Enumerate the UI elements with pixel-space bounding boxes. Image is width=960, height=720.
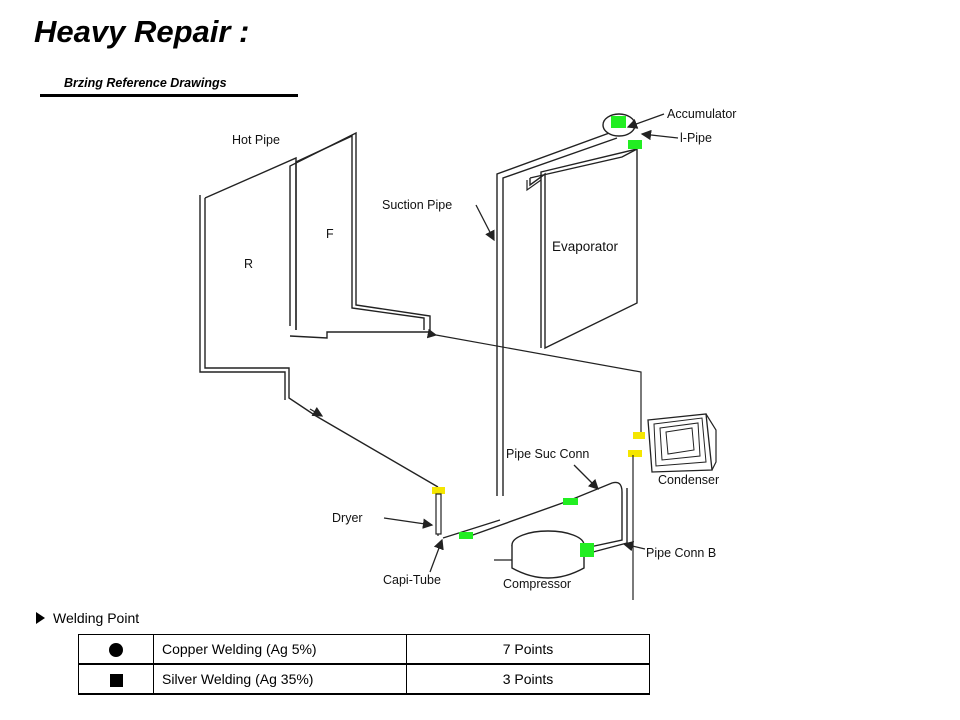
capi-tube-label: Capi-Tube	[383, 573, 441, 587]
description-cell: Silver Welding (Ag 35%)	[153, 663, 407, 695]
l-pipe-label: l-Pipe	[680, 131, 712, 145]
circle-icon	[109, 643, 123, 658]
copper-weld-capi	[459, 532, 473, 539]
page-title: Heavy Repair :	[34, 14, 250, 49]
square-icon	[109, 673, 123, 687]
compressor-label: Compressor	[503, 577, 571, 591]
r-label: R	[244, 257, 253, 271]
triangle-bullet-icon	[36, 612, 45, 624]
symbol-cell	[78, 634, 154, 665]
copper-weld-suc-conn	[563, 498, 578, 505]
evaporator-label: Evaporator	[552, 239, 619, 254]
count-cell: 3 Points	[406, 663, 650, 695]
symbol-cell	[78, 663, 154, 695]
accumulator-label: Accumulator	[667, 107, 736, 121]
hot-pipe-label: Hot Pipe	[232, 133, 280, 147]
hot-pipe-f-inner	[295, 134, 425, 330]
count-cell: 7 Points	[406, 634, 650, 665]
pipe-suc-conn-label: Pipe Suc Conn	[506, 447, 589, 461]
hot-pipe-r-inner	[199, 195, 286, 400]
leader-arrows	[309, 113, 679, 573]
accumulator	[602, 113, 642, 149]
suction-pipe-label: Suction Pipe	[382, 198, 452, 212]
evaporator: Evaporator	[526, 147, 638, 350]
welding-table: Copper Welding (Ag 5%) 7 Points Silver W…	[78, 634, 650, 695]
pipe-suc-conn	[469, 481, 623, 549]
pipe-conn-b-label: Pipe Conn B	[646, 546, 716, 560]
condenser-label: Condenser	[658, 473, 719, 487]
page-subtitle: Brzing Reference Drawings	[64, 76, 227, 90]
subtitle-underline	[40, 94, 298, 97]
dryer	[432, 487, 445, 535]
hot-pipe-return-line	[426, 328, 642, 436]
table-row: Silver Welding (Ag 35%) 3 Points	[78, 663, 650, 695]
hot-pipe-f-loop	[289, 131, 431, 339]
dryer-label: Dryer	[332, 511, 363, 525]
welding-point-heading: Welding Point	[36, 610, 139, 626]
description-cell: Copper Welding (Ag 5%)	[153, 634, 407, 665]
compressor	[494, 530, 594, 579]
hot-pipe-r-top	[204, 156, 297, 330]
condenser	[628, 413, 717, 600]
welding-point-label: Welding Point	[53, 610, 140, 626]
hot-pipe-r-loop	[204, 198, 439, 488]
refrigeration-diagram: Evaporator Hot Pipe R	[199, 107, 736, 600]
f-label: F	[326, 227, 334, 241]
suction-pipe-inner	[502, 137, 618, 496]
table-row: Copper Welding (Ag 5%) 7 Points	[78, 634, 650, 665]
capillary-line	[437, 487, 501, 539]
